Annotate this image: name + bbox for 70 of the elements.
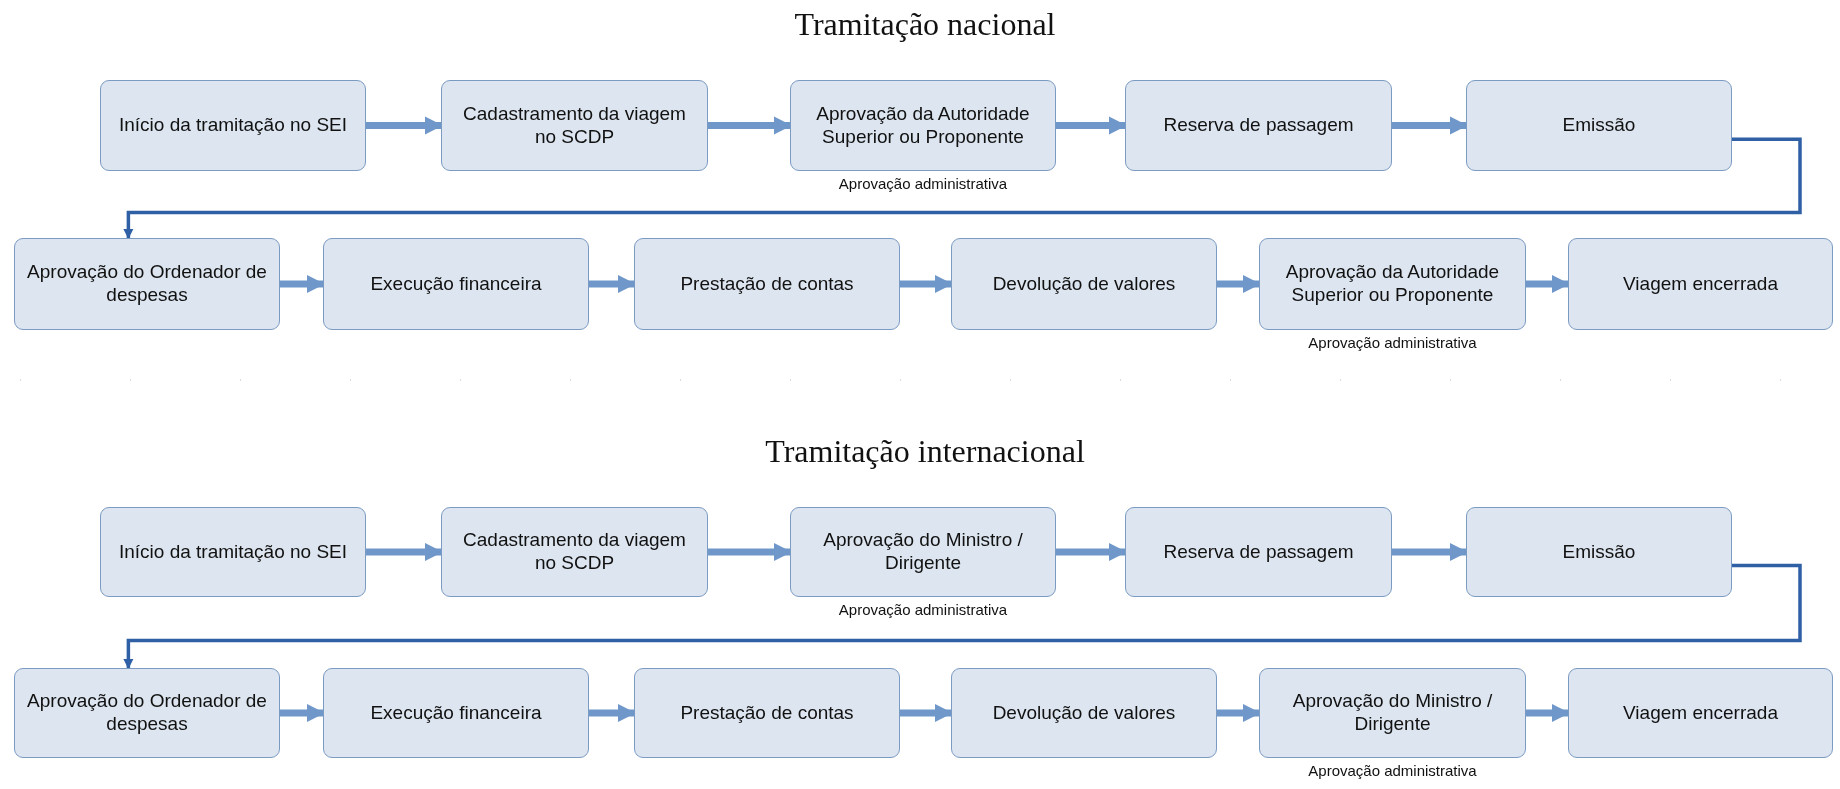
box-text: Viagem encerrada — [1623, 272, 1778, 296]
box-text: Cadastramento da viagem no SCDP — [462, 102, 687, 149]
process-box — [1259, 238, 1526, 330]
arrow — [900, 274, 953, 294]
arrow — [1056, 116, 1127, 135]
box-text: Início da tramitação no SEI — [118, 540, 348, 564]
box-text: Devolução de valores — [992, 272, 1176, 296]
process-box — [790, 80, 1056, 171]
process-box — [951, 668, 1217, 758]
box-text: Prestação de contas — [680, 272, 854, 296]
box-text: Aprovação da Autoridade Superior ou Proponente — [1284, 261, 1501, 307]
arrow — [708, 116, 792, 135]
process-box — [1568, 668, 1833, 758]
process-box — [1125, 507, 1392, 597]
box-text: Execução financeira — [370, 701, 542, 725]
arrow — [1526, 703, 1570, 723]
box-text: Emissão — [1562, 540, 1636, 564]
section-title: Tramitação internacional — [765, 433, 1085, 470]
box-text: Execução financeira — [370, 272, 542, 296]
process-box — [1125, 80, 1392, 171]
note-text: Aprovação administrativa — [838, 601, 1008, 618]
process-box — [1466, 80, 1732, 171]
arrow — [1217, 703, 1261, 723]
process-box — [14, 238, 280, 330]
arrow — [1217, 274, 1261, 294]
process-box — [1259, 668, 1526, 758]
process-box — [323, 238, 589, 330]
box-text: Reserva de passagem — [1163, 114, 1354, 137]
process-box — [790, 507, 1056, 597]
arrow — [1056, 542, 1127, 562]
arrow — [123, 563, 1802, 670]
box-text: Viagem encerrada — [1623, 701, 1778, 725]
process-box — [323, 668, 589, 758]
box-text: Aprovação do Ministro / Dirigente — [1291, 690, 1494, 736]
note-text: Aprovação administrativa — [1308, 762, 1477, 779]
box-text: Emissão — [1562, 114, 1636, 137]
process-box — [634, 238, 900, 330]
process-box — [100, 80, 366, 171]
note-text: Aprovação administrativa — [1308, 334, 1477, 351]
box-text: Reserva de passagem — [1163, 540, 1354, 564]
arrow — [366, 116, 443, 135]
process-box — [1568, 238, 1833, 330]
process-box — [1466, 507, 1732, 597]
process-box — [634, 668, 900, 758]
box-text: Início da tramitação no SEI — [118, 114, 348, 137]
process-box — [951, 238, 1217, 330]
arrow — [366, 542, 443, 562]
arrow — [280, 703, 325, 723]
process-box — [441, 80, 708, 171]
box-text: Prestação de contas — [680, 701, 854, 725]
arrow — [280, 274, 325, 294]
box-text: Cadastramento da viagem no SCDP — [462, 529, 687, 575]
note-text: Aprovação administrativa — [838, 175, 1008, 192]
arrow — [708, 542, 792, 562]
arrow — [1392, 116, 1468, 135]
process-box — [14, 668, 280, 758]
box-text: Aprovação do Ministro / Dirigente — [822, 529, 1024, 575]
arrow — [1526, 274, 1570, 294]
box-text: Aprovação da Autoridade Superior ou Proponente — [815, 102, 1031, 149]
box-text: Devolução de valores — [992, 701, 1176, 725]
process-box — [100, 507, 366, 597]
box-text: Aprovação do Ordenador de despesas — [26, 690, 268, 736]
arrow — [123, 137, 1802, 240]
arrow — [1392, 542, 1468, 562]
arrow — [589, 703, 636, 723]
box-text: Aprovação do Ordenador de despesas — [26, 261, 268, 307]
arrow — [589, 274, 636, 294]
process-box — [441, 507, 708, 597]
arrow — [900, 703, 953, 723]
section-title: Tramitação nacional — [794, 6, 1056, 43]
